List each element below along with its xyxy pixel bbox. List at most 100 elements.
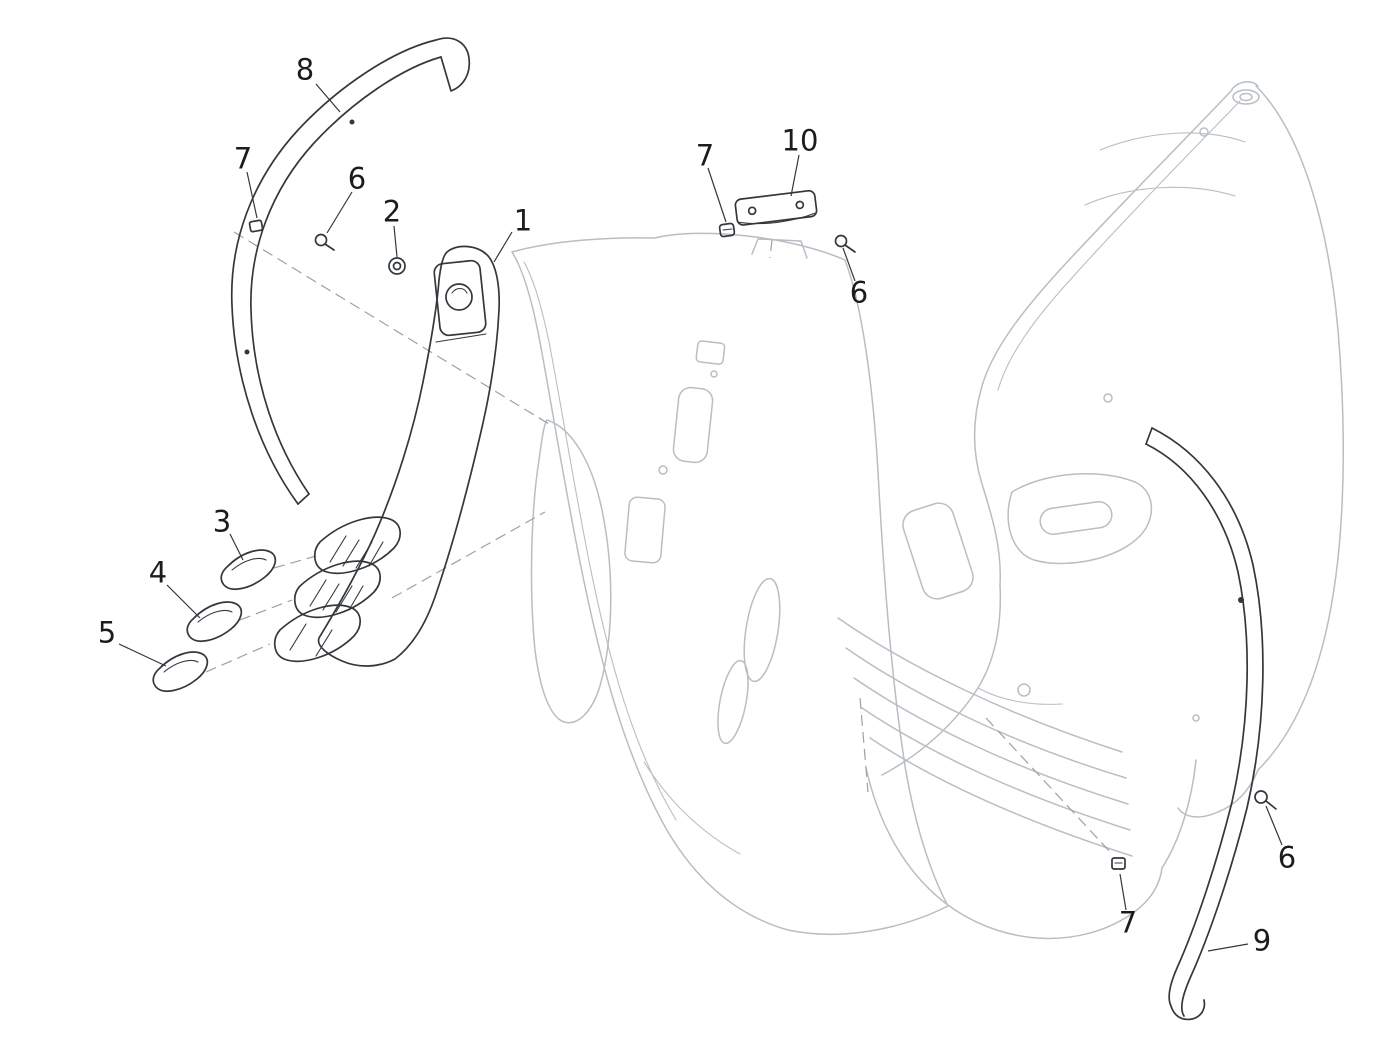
leader-line [842,247,856,282]
shield-oval-slot [743,577,781,683]
part-8-left-moulding [230,37,471,505]
shield-hole [658,465,668,475]
part-6-screw-a [314,233,335,251]
part-4-slat [186,601,243,642]
part-10-bracket [734,189,818,226]
leader-line [1207,943,1249,952]
shield-hole [710,370,718,378]
main-front-shield [511,232,949,935]
part-label-7c: 7 [1118,905,1138,940]
shield-cutout-small [695,340,726,365]
part-1-shield-trim [273,245,501,667]
headstock-ring [1232,89,1260,105]
trim-emblem [445,283,473,311]
shield-cutout-mid [624,496,666,564]
part-6-screw-b [834,234,856,253]
leader-line [393,225,398,258]
construction-line [233,231,550,425]
trim-louver [313,516,401,575]
leader-line [1265,805,1283,846]
shield-top-notch [751,238,808,259]
trim-louver [273,604,361,663]
construction-line [205,643,271,673]
part-7-clip-c [1111,857,1126,870]
headstock-ring-inner [1239,92,1253,102]
part-label-6a: 6 [347,161,367,196]
part-label-6c: 6 [1277,840,1297,875]
moulding-hole [244,349,250,355]
leader-line [1119,873,1127,911]
trim-emblem-detail [451,287,468,294]
moulding-end-cap [1145,427,1153,445]
moulding-inner-edge [1145,443,1249,1007]
construction-line [391,511,546,599]
leader-line [166,584,201,619]
moulding-hole [349,119,355,125]
part-label-4: 4 [148,555,168,590]
leader-line [707,167,727,223]
part-label-7b: 7 [695,138,715,173]
leader-line [246,171,258,219]
construction-line [239,599,293,621]
construction-lines [205,231,1113,855]
kneepad [902,502,974,600]
part-2-nut [388,257,406,275]
part-3-slat [220,549,277,590]
shield-oval-slot [717,659,749,745]
shield-outline [511,232,949,935]
part-label-2: 2 [382,194,402,229]
part-7-clip-b [718,222,736,238]
moulding-outer-edge [230,39,437,505]
recess-outline [1007,472,1153,565]
leader-line [229,533,244,561]
headstock-top [1231,81,1259,90]
wheel-arch-inner [977,687,1063,705]
shield-slot [672,386,714,464]
trim-louver [293,560,381,619]
trim-neck-line [435,333,487,343]
part-label-1: 1 [513,203,533,238]
body-hole [1103,393,1113,403]
floor-hole [1192,714,1200,722]
body-upper-arc [1099,132,1246,151]
part-9-right-moulding [1145,427,1264,1021]
construction-line [859,697,869,793]
body-upper-arc [1084,186,1236,206]
part-label-5: 5 [97,615,117,650]
floor-rib [869,737,1133,857]
part-label-3: 3 [212,504,232,539]
shield-inner-line [523,261,677,821]
leader-line [326,191,353,234]
leader-line [790,154,800,197]
floor-rib [837,617,1123,753]
construction-line [273,555,317,569]
leader-line [315,83,341,113]
floor-rib [853,677,1129,805]
floor-hole [1017,683,1031,697]
moulding-end-cap [297,493,310,505]
construction-line [769,239,773,259]
body-lower-bulge [1177,769,1259,818]
moulding-outer-edge [1151,427,1264,1017]
body-outer-edge [1255,85,1345,771]
shield-left-panel [530,419,612,724]
part-7-clip-a [248,219,264,233]
moulding-top-hook [435,37,471,92]
trim-outline [317,245,501,667]
construction-line [985,717,1113,855]
body-inner-opening [973,89,1233,586]
part-label-8: 8 [295,52,315,87]
part-label-7a: 7 [233,141,253,176]
floor-rib [845,647,1127,779]
body-left-edge [881,584,1002,776]
body-hole [1199,127,1209,137]
body-inner-opening-2 [997,100,1241,391]
part-label-10: 10 [781,123,819,158]
moulding-bottom-hook [1170,999,1206,1021]
moulding-inner-edge [250,56,442,495]
floor-rib [861,707,1131,831]
leader-line [493,231,513,263]
part-6-screw-c [1254,790,1277,810]
